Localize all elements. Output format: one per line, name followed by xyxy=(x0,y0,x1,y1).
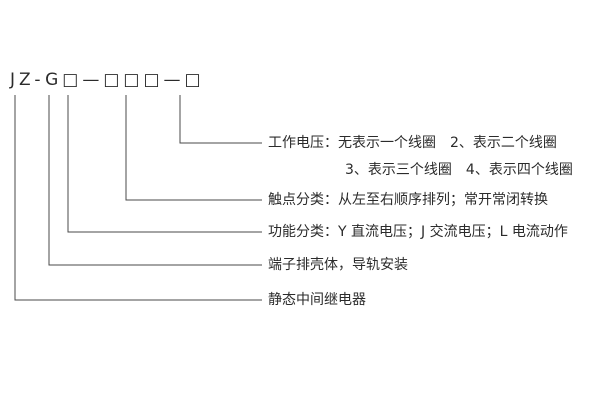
annotation-contact-classification: 触点分类：从左至右顺序排列；常开常闭转换 xyxy=(268,192,548,208)
annotation-relay-type: 静态中间继电器 xyxy=(268,292,366,308)
connector-line-contact-classification xyxy=(125,95,262,201)
connector-line-working-voltage xyxy=(179,95,262,144)
annotation-working-voltage: 工作电压：无表示一个线圈 2、表示二个线圈 xyxy=(268,135,557,151)
connector-line-relay-type xyxy=(14,95,262,301)
annotation-function-classification: 功能分类：Y 直流电压；J 交流电压；L 电流动作 xyxy=(268,224,568,240)
annotation-working-voltage-line2: 3、表示三个线圈 4、表示四个线圈 xyxy=(345,162,573,178)
connector-line-function-classification xyxy=(67,95,262,233)
annotation-terminal-housing: 端子排壳体，导轨安装 xyxy=(268,257,408,273)
model-code: JZ-G□—□□□—□ xyxy=(10,70,205,90)
connector-line-terminal-housing xyxy=(48,95,262,266)
